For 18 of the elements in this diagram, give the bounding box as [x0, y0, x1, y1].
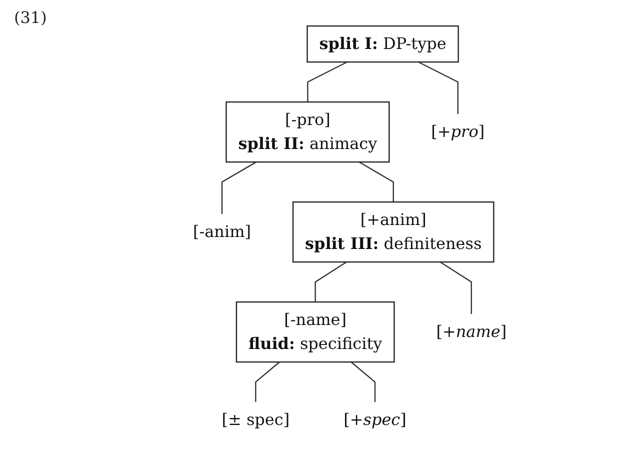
- node-box: [+anim] split III: definiteness: [292, 201, 494, 263]
- node-text: [-anim]: [193, 222, 252, 241]
- connector: [418, 61, 459, 114]
- connector: [358, 161, 394, 202]
- node-text: [+spec]: [344, 410, 407, 429]
- connector: [314, 262, 348, 302]
- node-box: [-pro] split II: animacy: [226, 101, 390, 163]
- node-box: split I: DP-type: [306, 25, 460, 63]
- example-number: (31): [14, 8, 47, 27]
- node-text: [± spec]: [222, 410, 290, 429]
- node-text: [+pro]: [431, 122, 485, 142]
- connector: [307, 61, 348, 102]
- connector: [222, 161, 257, 214]
- connector: [440, 262, 472, 314]
- connector: [350, 362, 376, 402]
- node-box: [-name] fluid: specificity: [236, 301, 395, 363]
- connector: [255, 362, 280, 402]
- node-text: [+name]: [436, 322, 507, 341]
